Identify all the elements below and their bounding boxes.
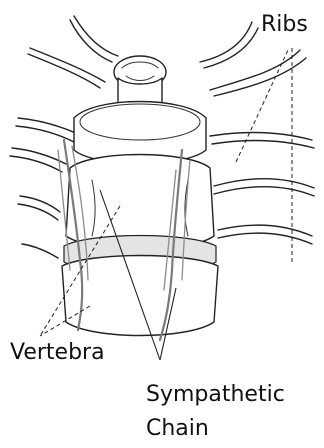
sympathetic-label: Sympathetic <box>146 384 285 406</box>
vertebra-body <box>62 102 218 336</box>
chain-label: Chain <box>146 418 209 440</box>
ribs-label: Ribs <box>261 14 308 36</box>
vertebra-label: Vertebra <box>10 342 105 364</box>
